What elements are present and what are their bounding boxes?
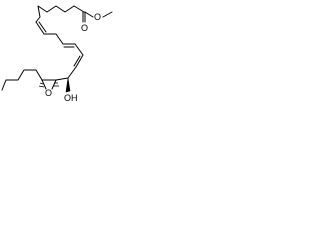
double-bond-1-main bbox=[35, 21, 45, 35]
upper-alkyl-chain bbox=[35, 5, 75, 23]
conjugated-diene bbox=[62, 43, 84, 79]
epoxide-c-o-bond-right bbox=[51, 79, 57, 90]
diene-bond-b-inner bbox=[73, 55, 81, 67]
chain-segment-upper bbox=[35, 5, 75, 23]
chemical-structure-diagram: O O OH O bbox=[1, 5, 113, 103]
pentyl-bonds bbox=[1, 69, 43, 91]
cis-double-bond-1 bbox=[35, 21, 47, 35]
carbonyl-oxygen-label: O bbox=[81, 23, 88, 33]
methyl-ester-group: O O bbox=[73, 5, 113, 33]
hydroxy-carbon: OH bbox=[55, 77, 78, 103]
diene-to-hydroxy-carbon bbox=[67, 66, 77, 79]
hydroxyl-label: OH bbox=[64, 93, 78, 103]
diene-bond-b-main bbox=[75, 54, 84, 68]
epoxide-hash-bond-right bbox=[53, 80, 59, 87]
double-bond-1-inner bbox=[38, 21, 47, 33]
bridge-bonds bbox=[43, 33, 64, 45]
epoxide-c-o-bond-left bbox=[41, 79, 47, 90]
diene-single-bond bbox=[74, 43, 84, 56]
acyl-bond bbox=[73, 5, 85, 13]
methylene-bridge bbox=[43, 33, 64, 45]
ester-oxygen-label: O bbox=[94, 12, 101, 22]
pentyl-chain bbox=[1, 69, 43, 91]
ester-oxygen-bond bbox=[84, 11, 94, 18]
carbinol-bond bbox=[55, 77, 69, 81]
epoxide-oxygen-label: O bbox=[45, 88, 52, 98]
epoxide-ring: O bbox=[38, 79, 59, 98]
methyl-bond bbox=[102, 11, 113, 18]
hydroxyl-wedge-bond bbox=[65, 77, 71, 93]
